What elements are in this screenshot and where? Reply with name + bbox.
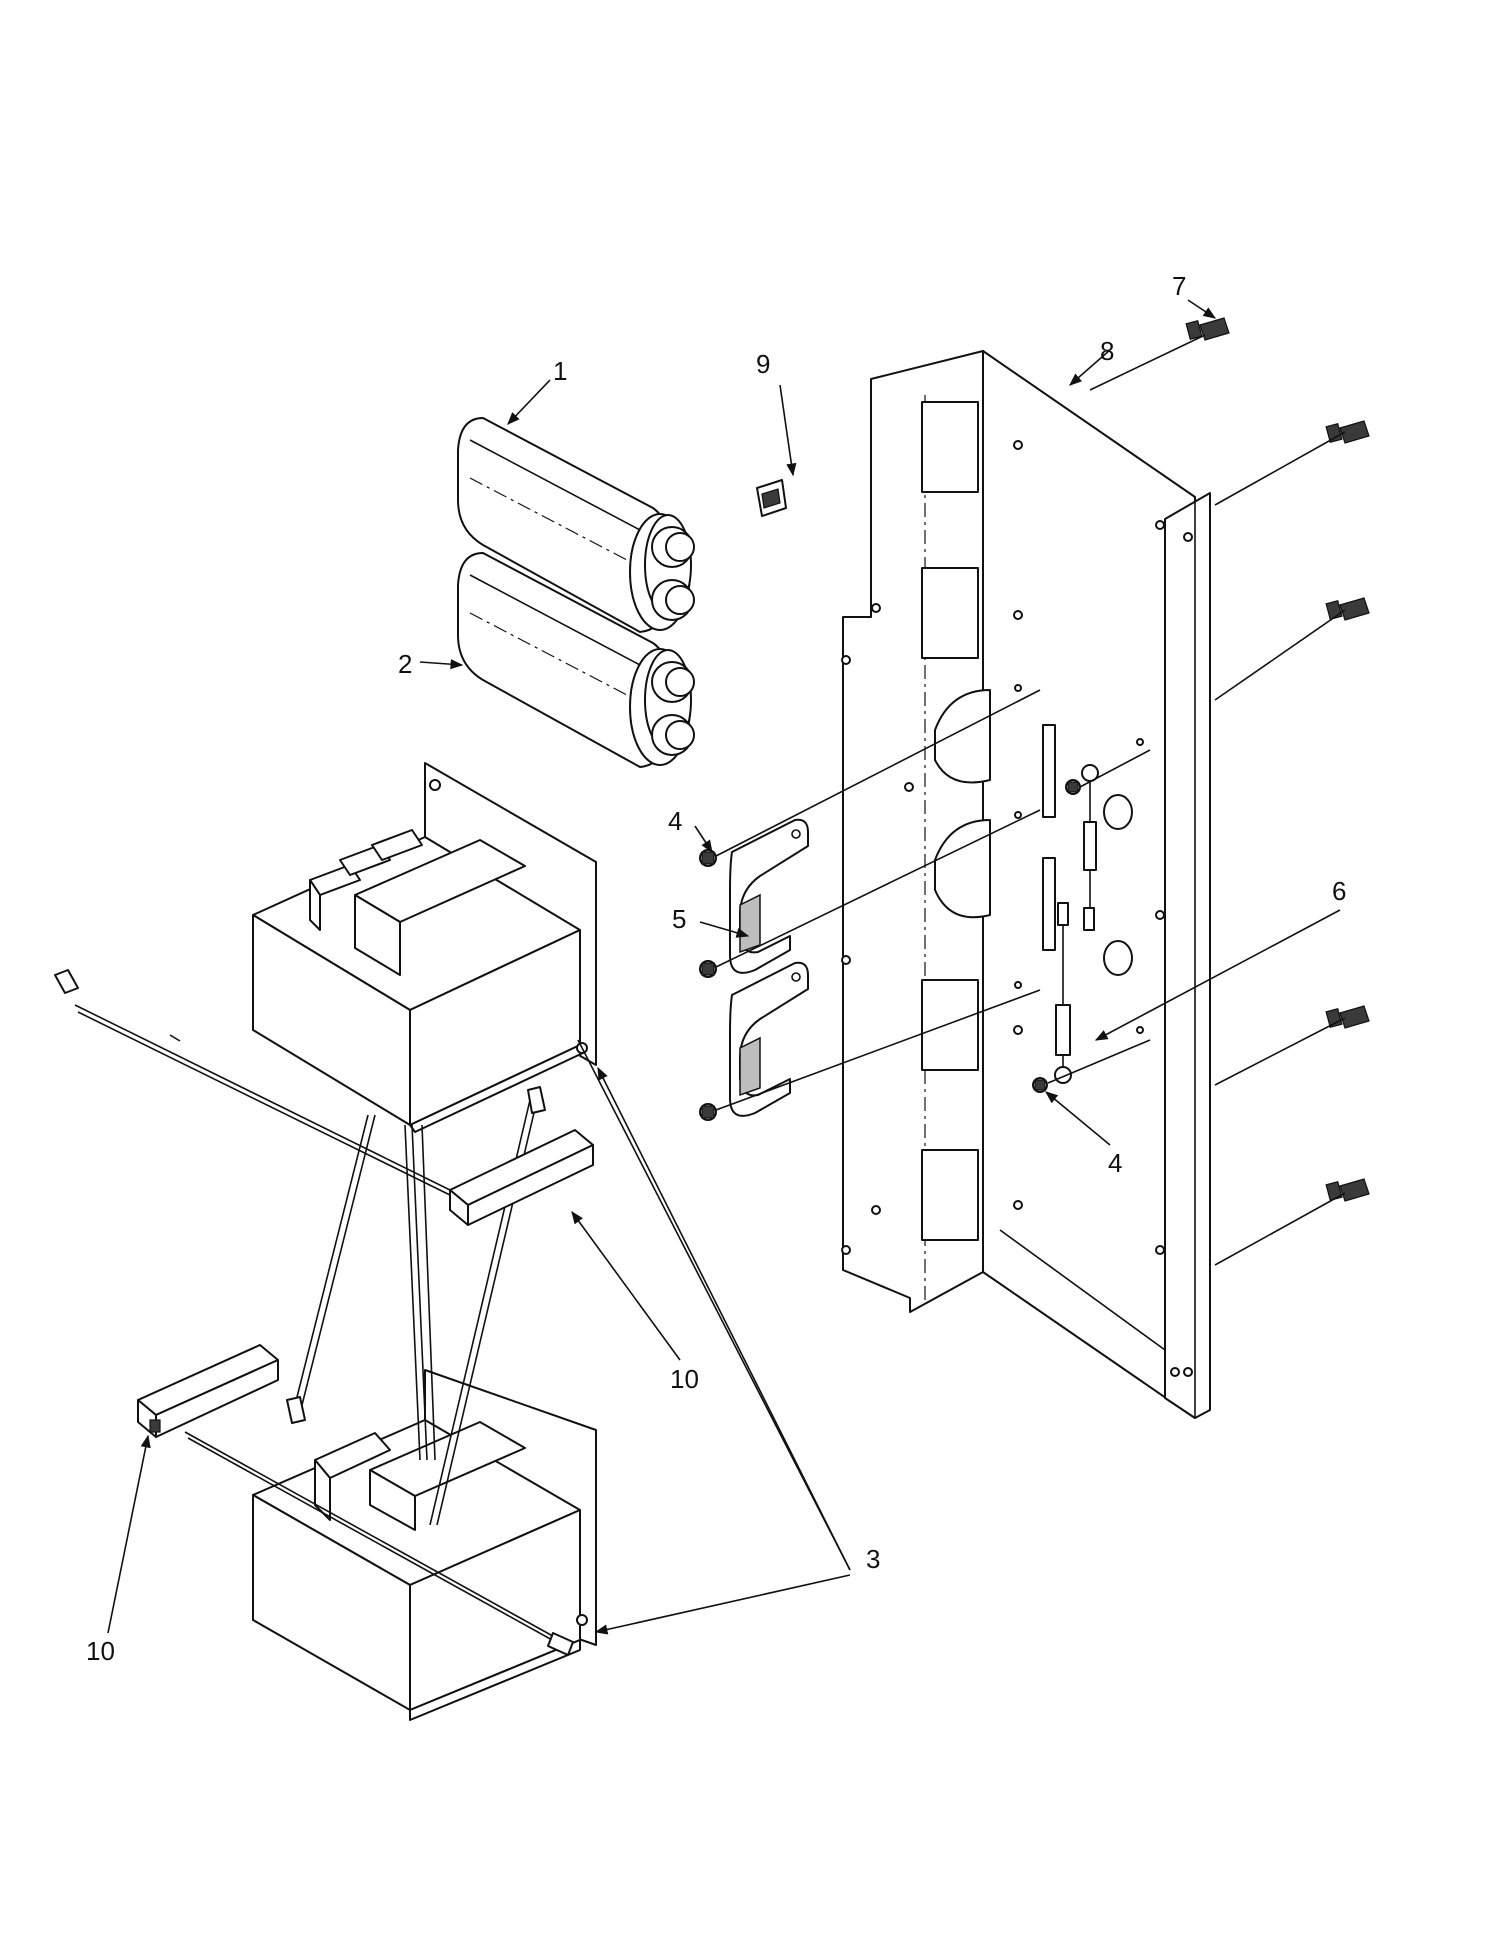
bolt-7-top: [1185, 317, 1230, 341]
bolt-7-1: [1325, 420, 1370, 444]
wire-holder-lower: [137, 1344, 279, 1438]
callout-7: 7: [1172, 271, 1186, 301]
callout-1: 1: [553, 356, 567, 386]
bolt-7-3: [1325, 1005, 1370, 1029]
leader-lines: [107, 299, 1346, 1635]
bolt-7-4: [1325, 1178, 1370, 1202]
screw-4-lower-left: [699, 1103, 717, 1121]
callout-6: 6: [1332, 876, 1346, 906]
capacitor-2: [457, 552, 695, 768]
clip-part-9: [756, 479, 787, 517]
callout-10-lower: 10: [86, 1636, 115, 1666]
callout-3: 3: [866, 1544, 880, 1574]
capacitor-strap-lower: [729, 961, 809, 1117]
bolt-7-2: [1325, 597, 1370, 621]
callout-9: 9: [756, 349, 770, 379]
callout-2: 2: [398, 649, 412, 679]
callout-numbers: 1 2 3 4 4 5 6 7 8 9 10 10: [86, 271, 1346, 1666]
capacitor-1: [457, 417, 695, 633]
transformer-lower: [252, 1369, 597, 1721]
screw-4-mid-left: [699, 960, 717, 978]
callout-5: 5: [672, 904, 686, 934]
screw-4-diode-bottom: [1032, 1077, 1048, 1093]
wire-holder-upper: [449, 1129, 594, 1226]
callout-4-right: 4: [1108, 1148, 1122, 1178]
callout-4-left: 4: [668, 806, 682, 836]
screw-4-upper-left: [699, 849, 717, 867]
mounting-bracket: [841, 350, 1211, 1419]
screw-4-diode-top: [1065, 779, 1081, 795]
transformer-upper: [252, 762, 597, 1133]
callout-8: 8: [1100, 336, 1114, 366]
callout-10-upper: 10: [670, 1364, 699, 1394]
